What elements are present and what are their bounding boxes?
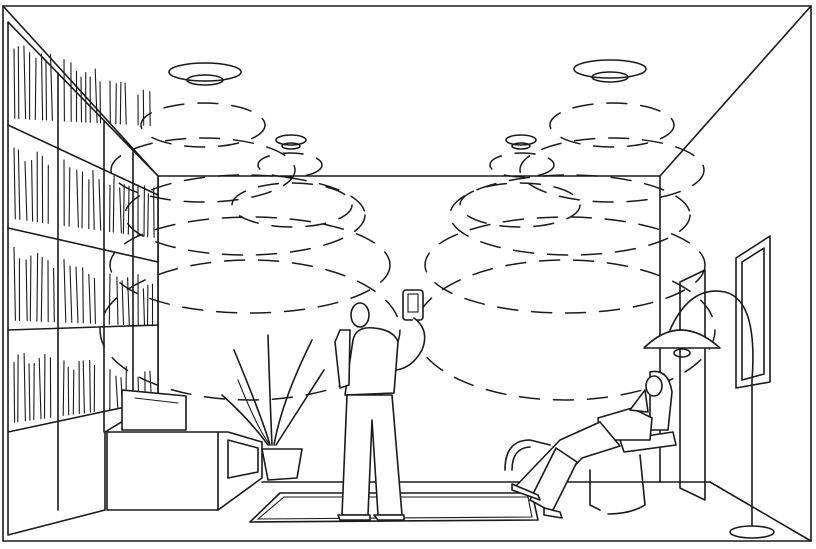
book-spine [82, 360, 85, 414]
ceiling-speaker-small-left [275, 134, 307, 150]
book-spine [40, 53, 44, 121]
book-spine [36, 252, 39, 322]
book-spine [116, 276, 119, 325]
bookshelf [7, 21, 159, 536]
book-spine [124, 82, 127, 125]
book-spine [13, 246, 16, 321]
book-spine [24, 161, 28, 221]
ceiling-speaker-left [168, 62, 242, 86]
book-spine [49, 53, 53, 121]
book-spine [40, 256, 43, 322]
book-spine [13, 48, 16, 119]
book-spine [93, 277, 96, 325]
book-spine [121, 280, 125, 326]
book-spine [45, 59, 48, 121]
book-spine [68, 167, 71, 227]
book-spine [98, 179, 102, 231]
sound-waves [99, 102, 716, 401]
book-spine [53, 267, 55, 323]
book-spine [25, 259, 28, 322]
ceiling-speaker-right [573, 59, 647, 83]
book-spine [76, 169, 79, 228]
book-spine [92, 170, 95, 230]
image-frame [2, 5, 812, 542]
doorway [679, 269, 706, 501]
woman-sitting [511, 370, 673, 519]
book-spine [153, 187, 155, 238]
book-spine [88, 273, 92, 324]
man-head [350, 302, 370, 328]
book-spine [127, 277, 130, 326]
tv-console [106, 431, 263, 511]
book-spine [108, 273, 111, 325]
book-spine [142, 288, 146, 326]
woman-head [645, 375, 663, 397]
book-spine [119, 187, 122, 234]
ceiling-speaker-small-right [505, 134, 537, 150]
book-spine [112, 175, 115, 233]
book-spine [115, 375, 119, 410]
tv [121, 389, 187, 431]
book-spine [81, 171, 84, 229]
wall-picture-frame [735, 235, 771, 389]
book-spine [80, 76, 83, 123]
lounge-chair [504, 431, 677, 515]
book-spine [147, 193, 149, 238]
book-spine [127, 185, 130, 235]
book-spine [62, 360, 65, 417]
book-spine [82, 267, 84, 324]
books [13, 45, 155, 423]
book-spine [34, 57, 37, 121]
book-spine [119, 81, 122, 125]
book-spine [17, 46, 20, 120]
book-spine [89, 359, 91, 413]
plant-pot [261, 448, 303, 481]
book-spine [72, 369, 75, 415]
potted-plant [221, 334, 325, 481]
book-spine [99, 81, 102, 124]
floor-lamp [643, 290, 775, 539]
book-spine [29, 255, 32, 322]
book-spine [23, 353, 26, 422]
book-spine [28, 363, 31, 421]
book-spine [75, 266, 79, 324]
man-holding-phone [334, 289, 426, 521]
book-spine [13, 361, 16, 423]
book-spine [63, 259, 67, 323]
book-spine [122, 184, 125, 235]
book-spine [13, 147, 16, 220]
book-spine [69, 265, 73, 324]
book-spine [31, 159, 34, 222]
book-spine [38, 357, 42, 420]
lamp-shade [643, 329, 721, 349]
book-spine [67, 366, 70, 416]
book-spine [17, 149, 21, 220]
book-spine [23, 45, 27, 120]
book-spine [94, 68, 98, 124]
book-spine [115, 83, 117, 125]
